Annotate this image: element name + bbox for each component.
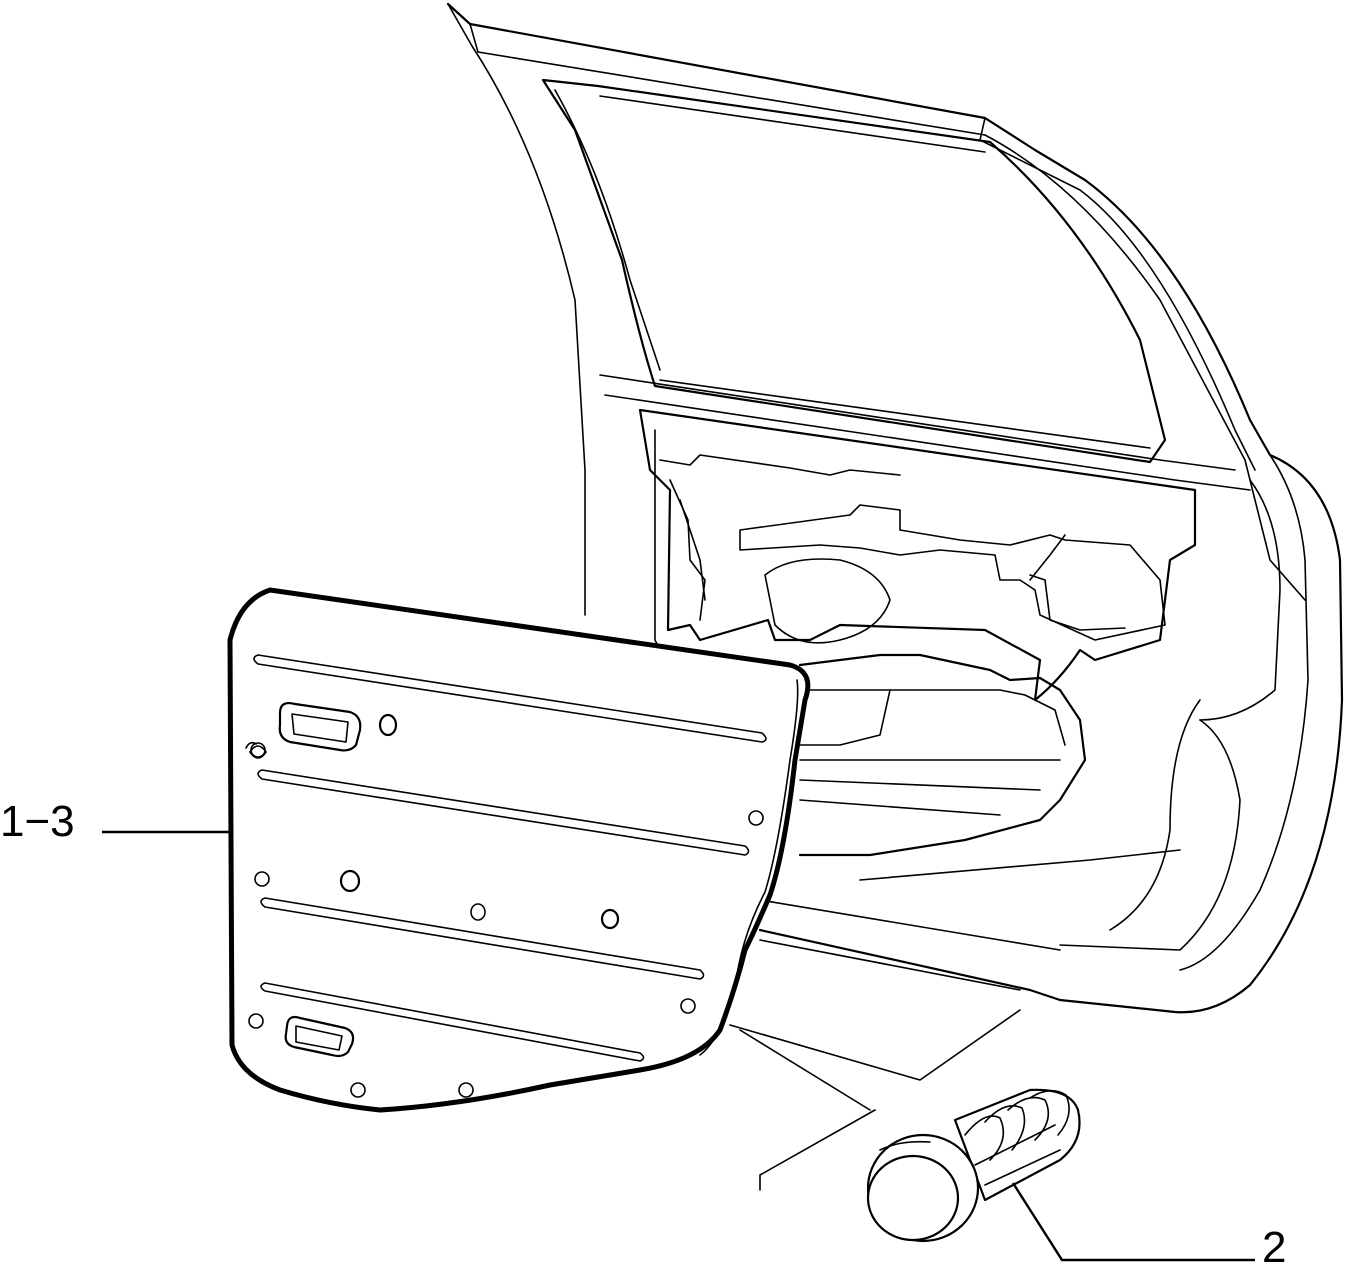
trim-panel-outline xyxy=(227,587,811,1113)
lower-handle-recess xyxy=(284,1015,355,1058)
callout-push-clip: 2 xyxy=(1011,1182,1286,1266)
door-trim-panel xyxy=(227,587,811,1113)
callout-label-push-clip: 2 xyxy=(1262,1223,1286,1266)
panel-ribs xyxy=(253,654,767,1062)
callout-trim-panel: 1−3 xyxy=(0,797,230,846)
rear-door-shell xyxy=(446,2,1344,1191)
mounting-holes xyxy=(245,713,764,1098)
upper-switch-recess xyxy=(278,701,362,752)
push-clip xyxy=(866,1088,1081,1243)
callout-label-trim-panel: 1−3 xyxy=(0,797,75,846)
